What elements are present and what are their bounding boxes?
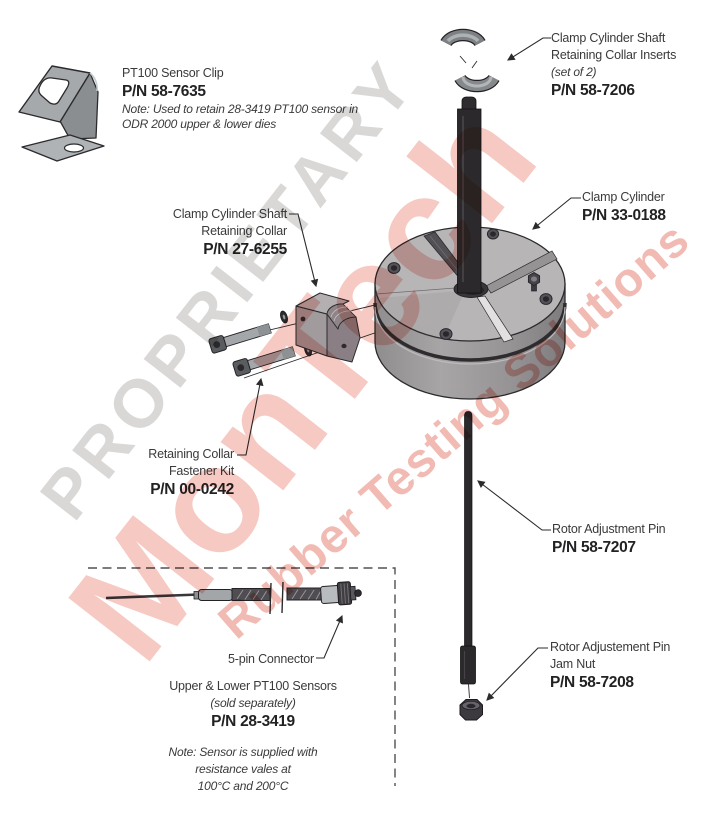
fastener-screws-drawing: [208, 310, 312, 377]
retaining-collar-drawing: [295, 292, 361, 363]
clamp-cylinder-drawing: [373, 226, 567, 400]
jam-nut-drawing: [459, 699, 483, 721]
clamp-cylinder-shaft-drawing: [457, 96, 482, 294]
sensor-cable-braid: [231, 587, 324, 601]
leader-lines: [237, 37, 581, 701]
cylinder-hex-bolt-icon: [527, 271, 541, 292]
five-pin-connector-drawing: [320, 581, 362, 606]
pt100-sensor-drawing: [105, 581, 362, 615]
cylinder-screw-icons: [387, 228, 553, 340]
cable-break-symbol: [269, 581, 284, 615]
sensor-inset-dashed-border: [88, 567, 396, 786]
collar-inserts-drawing: [440, 28, 500, 93]
sensor-clip-drawing: [18, 65, 105, 162]
rotor-pin-drawing: [460, 411, 476, 699]
